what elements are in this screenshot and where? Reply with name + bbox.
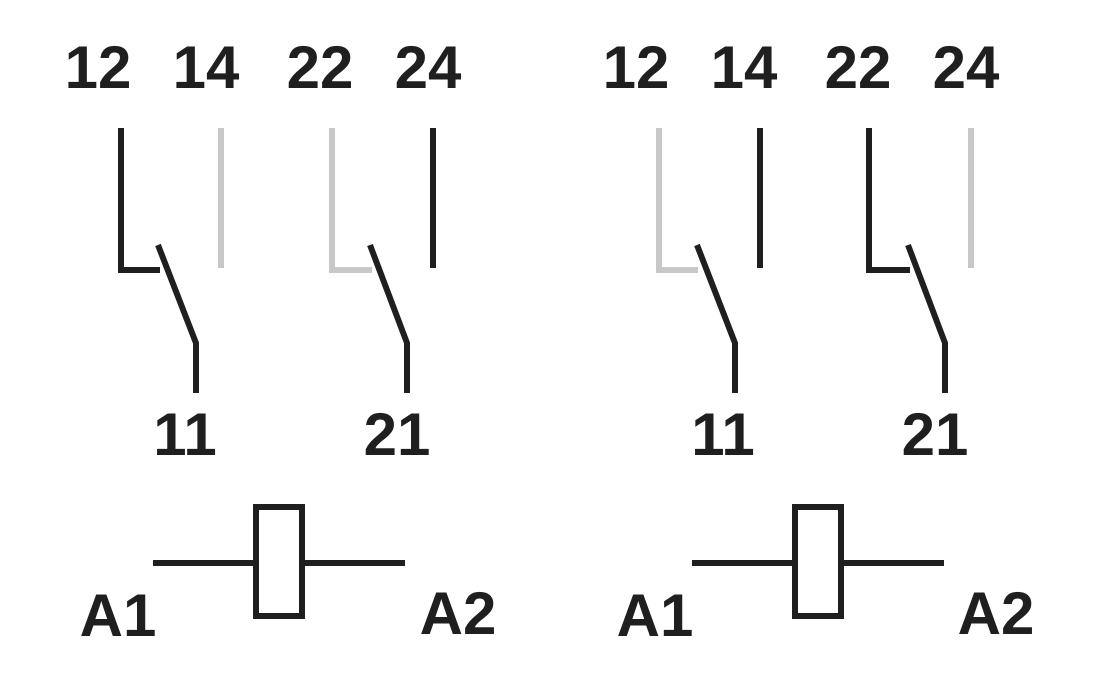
terminal-label-11: 11 [153,401,216,468]
terminal-label-22: 22 [287,34,354,101]
coil-label-a2: A2 [420,580,497,647]
terminal-label-14: 14 [711,34,778,101]
terminal-label-24: 24 [933,34,1000,101]
terminal-label-11: 11 [691,401,754,468]
terminal-label-22: 22 [825,34,892,101]
terminal-label-14: 14 [173,34,240,101]
relay-left: 12 14 22 24 11 21 A1 A2 [65,34,497,649]
contact-switch-21 [905,243,948,393]
contact-nc-22-wire [866,128,910,273]
terminal-label-24: 24 [395,34,462,101]
contact-nc-22-wire [329,128,372,273]
terminal-label-21: 21 [364,401,431,468]
contact-nc-12-wire [656,128,698,273]
terminal-label-21: 21 [902,401,969,468]
coil-symbol [792,504,844,619]
contact-nc-12-wire [118,128,160,273]
terminal-label-12: 12 [603,34,670,101]
coil-label-a2: A2 [958,580,1035,647]
contact-switch-11 [155,243,199,393]
coil-label-a1: A1 [617,582,694,649]
coil-label-a1: A1 [80,582,157,649]
terminal-label-12: 12 [65,34,132,101]
contact-switch-11 [694,243,738,393]
relay-right: 12 14 22 24 11 21 A1 A2 [603,34,1035,649]
coil-symbol [253,504,305,619]
contact-switch-21 [367,243,410,393]
